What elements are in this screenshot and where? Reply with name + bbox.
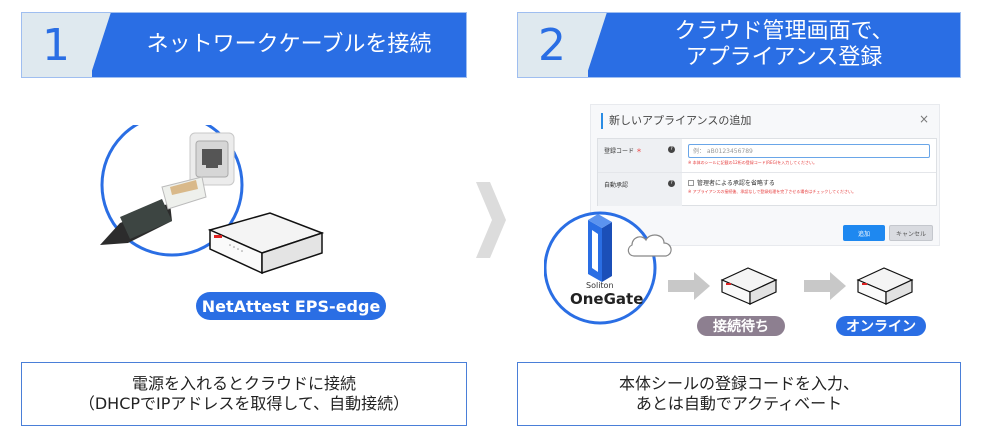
auto-approval-note: ※ アプライアンスの接続後、承認なしで登録処理を完了させる場合はチェックしてくだ…	[688, 189, 857, 194]
description-line: 本体シールの登録コードを入力、	[618, 374, 859, 393]
auto-approval-label: 自動承認	[598, 173, 682, 206]
product-name-badge: NetAttest EPS-edge	[196, 292, 386, 320]
help-icon[interactable]: ?	[668, 180, 675, 187]
status-badge-online: オンライン	[836, 316, 926, 336]
step-title: クラウド管理画面で、 アプライアンス登録	[608, 13, 960, 77]
step-number: 1	[42, 19, 70, 71]
dialog-title: 新しいアプライアンスの追加	[601, 113, 751, 129]
required-mark: ＊	[635, 148, 642, 155]
onegate-logo-icon	[588, 214, 612, 282]
appliance-device-icon	[720, 267, 778, 305]
appliance-device-icon	[207, 212, 325, 275]
appliance-device-icon	[856, 267, 914, 305]
ethernet-cable-icon	[100, 176, 207, 245]
cancel-button[interactable]: キャンセル	[889, 225, 933, 241]
brand-large-text: OneGate	[570, 290, 643, 308]
step-2-header: 2 クラウド管理画面で、 アプライアンス登録	[517, 12, 961, 78]
description-line: 電源を入れるとクラウドに接続	[131, 374, 356, 393]
registration-code-row: 登録コード ＊ ? 例： aB0123456789 ※ 本体のシールに記載の12…	[598, 139, 936, 173]
add-button[interactable]: 追加	[843, 225, 885, 241]
step-1-description: 電源を入れるとクラウドに接続 （DHCPでIPアドレスを取得して、自動接続）	[21, 362, 467, 426]
arrow-right-icon	[804, 272, 846, 300]
close-icon[interactable]: ×	[918, 112, 929, 126]
help-icon[interactable]: ?	[668, 146, 675, 153]
registration-code-note: ※ 本体のシールに記載の12桁の登録コード(REG)を入力してください。	[688, 160, 817, 165]
brand-small-text: Soliton	[586, 281, 614, 290]
description-line: （DHCPでIPアドレスを取得して、自動接続）	[78, 394, 410, 413]
add-appliance-dialog: 新しいアプライアンスの追加 × 登録コード ＊ ? 例： aB012345678…	[590, 104, 940, 246]
onegate-logo-circle: Soliton OneGate	[544, 211, 672, 325]
skip-approval-checkbox[interactable]: 管理者による承認を省略する	[688, 178, 930, 187]
registration-code-label: 登録コード	[604, 148, 635, 155]
step-title-line: アプライアンス登録	[685, 45, 883, 70]
ethernet-port-icon	[189, 132, 235, 186]
step-1-header: 1 ネットワークケーブルを接続	[21, 12, 467, 78]
network-cable-illustration	[100, 125, 325, 275]
step-title-line: ネットワークケーブルを接続	[146, 32, 432, 57]
field-container: 管理者による承認を省略する ※ アプライアンスの接続後、承認なしで登録処理を完了…	[688, 178, 930, 195]
description-line: あとは自動でアクティベート	[635, 394, 843, 413]
chevron-right-icon	[476, 182, 506, 258]
checkbox-label: 管理者による承認を省略する	[697, 180, 775, 187]
dialog-form: 登録コード ＊ ? 例： aB0123456789 ※ 本体のシールに記載の12…	[597, 138, 937, 206]
step-title-line: クラウド管理画面で、	[674, 19, 894, 44]
field-container: 例： aB0123456789 ※ 本体のシールに記載の12桁の登録コード(RE…	[688, 144, 930, 166]
cloud-icon	[627, 234, 672, 257]
status-badge-waiting: 接続待ち	[697, 316, 785, 336]
auto-approval-row: 自動承認 ? 管理者による承認を省略する ※ アプライアンスの接続後、承認なしで…	[598, 173, 936, 206]
registration-code-input[interactable]: 例： aB0123456789	[688, 144, 930, 158]
arrow-right-icon	[668, 272, 710, 300]
step-title: ネットワークケーブルを接続	[112, 13, 466, 77]
field-label: 登録コード ＊	[598, 139, 682, 172]
step-number: 2	[538, 19, 566, 71]
step-2-description: 本体シールの登録コードを入力、 あとは自動でアクティベート	[517, 362, 961, 426]
checkbox-box[interactable]	[688, 179, 694, 186]
